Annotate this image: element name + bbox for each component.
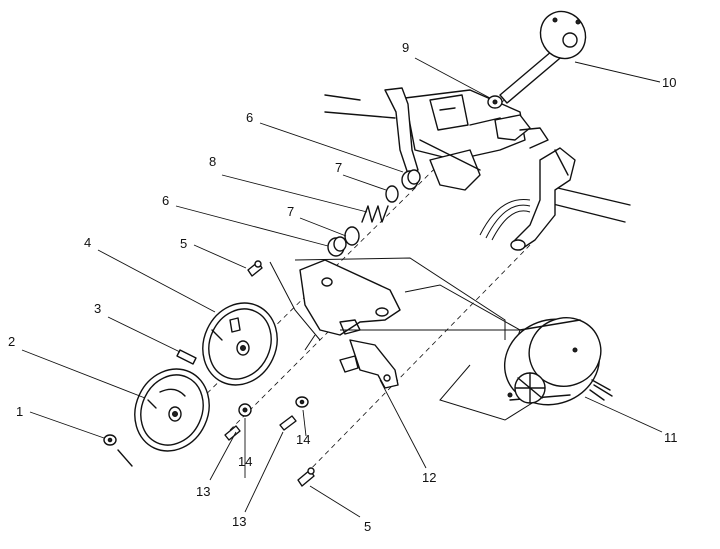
- callout-8: 8: [209, 154, 216, 169]
- part-2-gear: [134, 368, 210, 452]
- part-9-bushing: [487, 95, 503, 109]
- part-4-large-gear: [202, 302, 278, 386]
- callout-5-upper: 5: [180, 236, 187, 251]
- part-3-pin: [176, 349, 197, 365]
- callout-7-upper: 7: [335, 160, 342, 175]
- part-7-washer-lower: [344, 226, 360, 246]
- callout-11: 11: [664, 430, 678, 445]
- callout-2: 2: [8, 334, 15, 349]
- part-8-spring: [361, 205, 389, 223]
- part-13-screw-left: [224, 425, 241, 441]
- leader-lines: [21, 57, 663, 518]
- callout-7-lower: 7: [287, 204, 294, 219]
- part-10-shaft-flange: [499, 10, 587, 104]
- callout-labels: 1 2 3 4 5 5 6 6 7 7 8 9 10 11 12 13 13 1…: [8, 40, 678, 534]
- part-13-screw-right: [279, 415, 297, 431]
- callout-3: 3: [94, 301, 101, 316]
- part-14-nut-left: [238, 403, 252, 417]
- callout-14-left: 14: [238, 454, 252, 469]
- callout-1: 1: [16, 404, 23, 419]
- callout-6-lower: 6: [162, 193, 169, 208]
- part-7-washer-upper: [385, 185, 399, 203]
- callout-4: 4: [84, 235, 91, 250]
- callout-10: 10: [662, 75, 676, 90]
- part-6-collar-lower: [327, 236, 347, 257]
- part-1-washer: [103, 434, 133, 467]
- callout-5-lower: 5: [364, 519, 371, 534]
- callout-6-upper: 6: [246, 110, 253, 125]
- part-5-screw-lower: [297, 467, 315, 487]
- callout-13-left: 13: [196, 484, 210, 499]
- part-6-collar-upper: [401, 169, 421, 190]
- callout-9: 9: [402, 40, 409, 55]
- part-11-motor: [503, 317, 613, 406]
- callout-14-right: 14: [296, 432, 310, 447]
- part-5-screw-upper: [247, 260, 263, 277]
- upper-frame-mechanism: [324, 87, 631, 251]
- callout-12: 12: [422, 470, 436, 485]
- part-12-mounting-bracket: [299, 259, 401, 389]
- part-14-nut-right: [295, 396, 309, 408]
- callout-13-bottom: 13: [232, 514, 246, 529]
